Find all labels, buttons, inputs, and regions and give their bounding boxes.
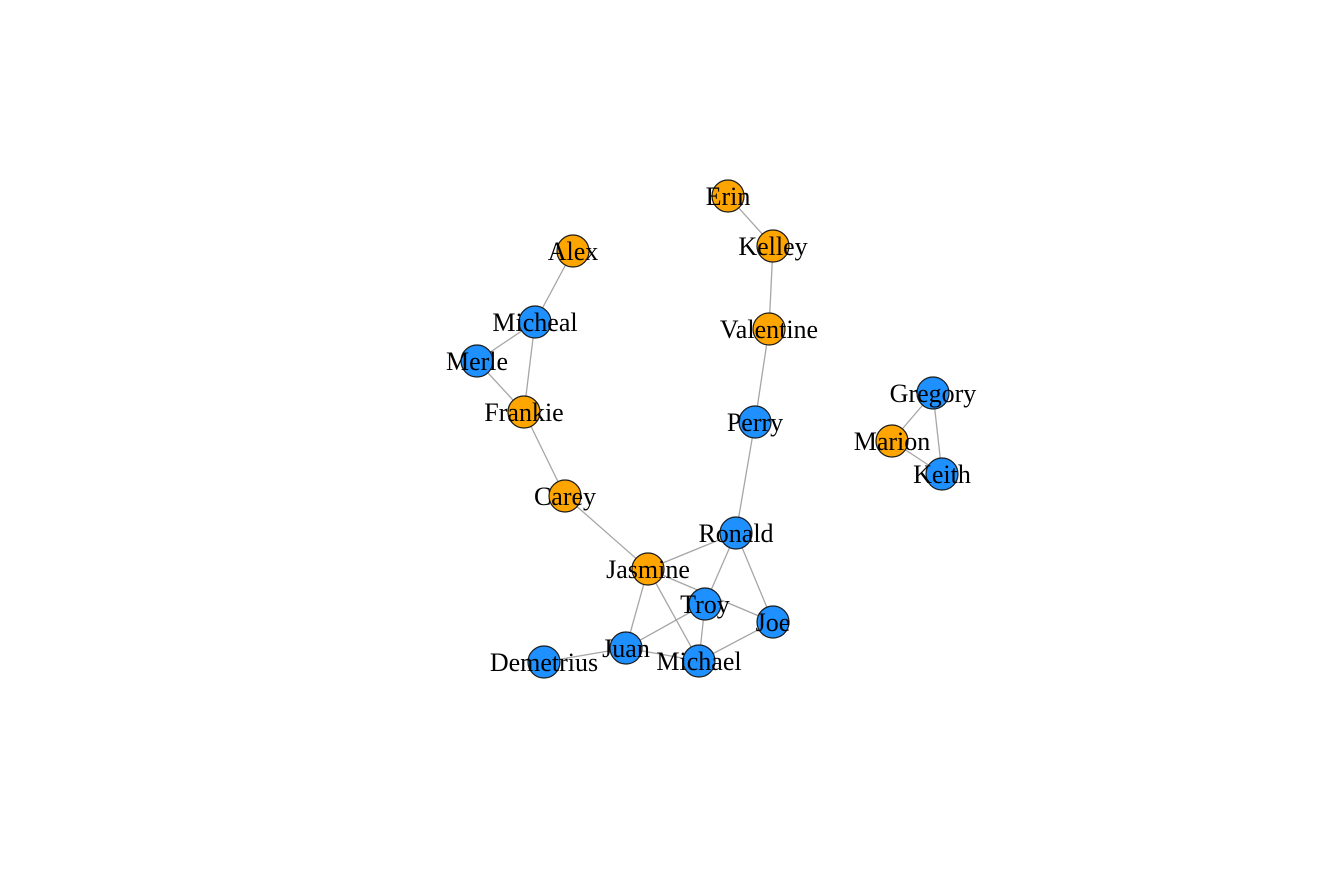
node-label-michael: Michael: [656, 647, 741, 676]
node-label-perry: Perry: [727, 408, 783, 437]
node-demetrius[interactable]: [527, 645, 561, 679]
node-keith[interactable]: [925, 457, 959, 491]
node-label-merle: Merle: [446, 347, 508, 376]
node-label-juan: Juan: [602, 634, 650, 663]
node-label-carey: Carey: [534, 482, 596, 511]
node-label-alex: Alex: [548, 237, 599, 266]
node-michael[interactable]: [682, 644, 716, 678]
node-carey[interactable]: [548, 479, 582, 513]
node-label-micheal: Micheal: [492, 308, 577, 337]
node-merle[interactable]: [460, 344, 494, 378]
nodes-layer: [460, 179, 959, 679]
node-alex[interactable]: [556, 234, 590, 268]
node-perry[interactable]: [738, 405, 772, 439]
node-joe[interactable]: [756, 605, 790, 639]
node-erin[interactable]: [711, 179, 745, 213]
node-frankie[interactable]: [507, 395, 541, 429]
node-kelley[interactable]: [756, 229, 790, 263]
node-gregory[interactable]: [916, 376, 950, 410]
node-label-demetrius: Demetrius: [490, 648, 598, 677]
node-label-ronald: Ronald: [698, 519, 773, 548]
node-label-keith: Keith: [913, 460, 971, 489]
node-label-jasmine: Jasmine: [606, 555, 690, 584]
node-label-troy: Troy: [680, 590, 730, 619]
node-label-frankie: Frankie: [484, 398, 563, 427]
node-ronald[interactable]: [719, 516, 753, 550]
node-micheal[interactable]: [518, 305, 552, 339]
node-marion[interactable]: [875, 424, 909, 458]
node-label-valentine: Valentine: [720, 315, 818, 344]
node-label-kelley: Kelley: [738, 232, 807, 261]
node-jasmine[interactable]: [631, 552, 665, 586]
edge-perry-ronald: [735, 421, 756, 534]
node-label-joe: Joe: [756, 608, 791, 637]
node-label-marion: Marion: [854, 427, 931, 456]
node-juan[interactable]: [609, 631, 643, 665]
edge-carey-jasmine: [564, 495, 649, 570]
node-valentine[interactable]: [752, 312, 786, 346]
node-label-gregory: Gregory: [890, 379, 977, 408]
node-troy[interactable]: [688, 587, 722, 621]
node-label-erin: Erin: [706, 182, 751, 211]
edge-jasmine-michael: [647, 568, 700, 662]
